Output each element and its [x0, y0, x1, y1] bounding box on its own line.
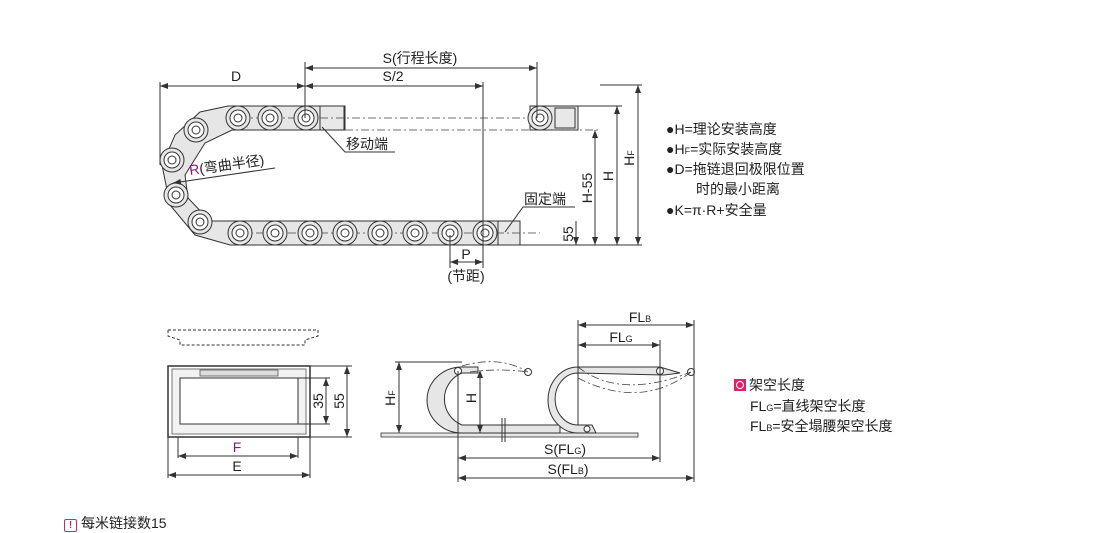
legend-item: FLG=直线架空长度 [750, 398, 866, 414]
legend-title: 架空长度 [734, 375, 805, 395]
cross-section-view: 35 55 F E [167, 329, 352, 478]
note-item: ●HF=实际安装高度 [666, 141, 783, 157]
dim-55-label: 55 [560, 226, 576, 242]
chain-link-pin [233, 113, 243, 123]
unsupported-length-view: HF H FLB FLG S(FLG) S(FLB) [380, 309, 695, 482]
circle-marker-icon [734, 379, 746, 391]
exclamation-icon: ! [64, 519, 77, 532]
stroke-length-label: S(行程长度) [383, 50, 458, 66]
chain-link-pin [171, 190, 181, 200]
bend-radius-label: R(弯曲半径) [188, 152, 265, 178]
s-flb-label: S(FLB) [547, 461, 588, 477]
chain-link-pin [301, 113, 311, 123]
chain-link-pin [191, 125, 201, 135]
note-item: 时的最小距离 [696, 181, 780, 197]
f-label: F [233, 439, 242, 455]
chain-link-pin [235, 228, 245, 238]
side-hf-label: HF [382, 390, 398, 406]
chain-link-pin [480, 228, 490, 238]
chain-link-pin [265, 113, 275, 123]
h-label: H [600, 171, 616, 181]
half-stroke-label: S/2 [382, 68, 403, 84]
hf-label: HF [621, 150, 637, 166]
h-minus-55-label: H-55 [579, 173, 595, 204]
e-label: E [232, 458, 241, 474]
dim-35-label: 35 [310, 393, 326, 409]
chain-link-pin [167, 155, 177, 165]
chain-links [159, 105, 553, 246]
chain-link-pin [340, 228, 350, 238]
chain-link-pin [375, 228, 385, 238]
chain-link-pin [270, 228, 280, 238]
pitch-label: P [461, 246, 470, 262]
note-item: ●K=π·R+安全量 [666, 202, 767, 218]
chain-link-pin [305, 228, 315, 238]
chain-link-pin [535, 113, 545, 123]
moving-end-bracket-extended [554, 107, 576, 129]
flb-label: FLB [629, 309, 651, 325]
fixed-end-label: 固定端 [524, 191, 566, 207]
d-label: D [231, 68, 241, 84]
chain-side-view-top: S(行程长度) S/2 D R(弯曲半径) 移动端 固定端 H-55 H HF … [159, 50, 642, 284]
links-per-meter-note: !每米链接数15 [64, 513, 167, 533]
moving-end-label: 移动端 [346, 136, 388, 152]
note-item: ●H=理论安装高度 [666, 121, 777, 137]
cross-dim-55-label: 55 [331, 393, 347, 409]
flg-label: FLG [609, 329, 632, 345]
legend-item: FLB=安全塌腰架空长度 [750, 418, 893, 434]
s-flg-label: S(FLG) [544, 441, 586, 457]
chain-link-pin [195, 217, 205, 227]
base-plate [380, 432, 639, 438]
pitch-text: (节距) [447, 268, 484, 284]
side-h-label: H [463, 393, 479, 403]
note-item: ●D=拖链退回极限位置 [666, 161, 805, 177]
chain-link-pin [410, 228, 420, 238]
